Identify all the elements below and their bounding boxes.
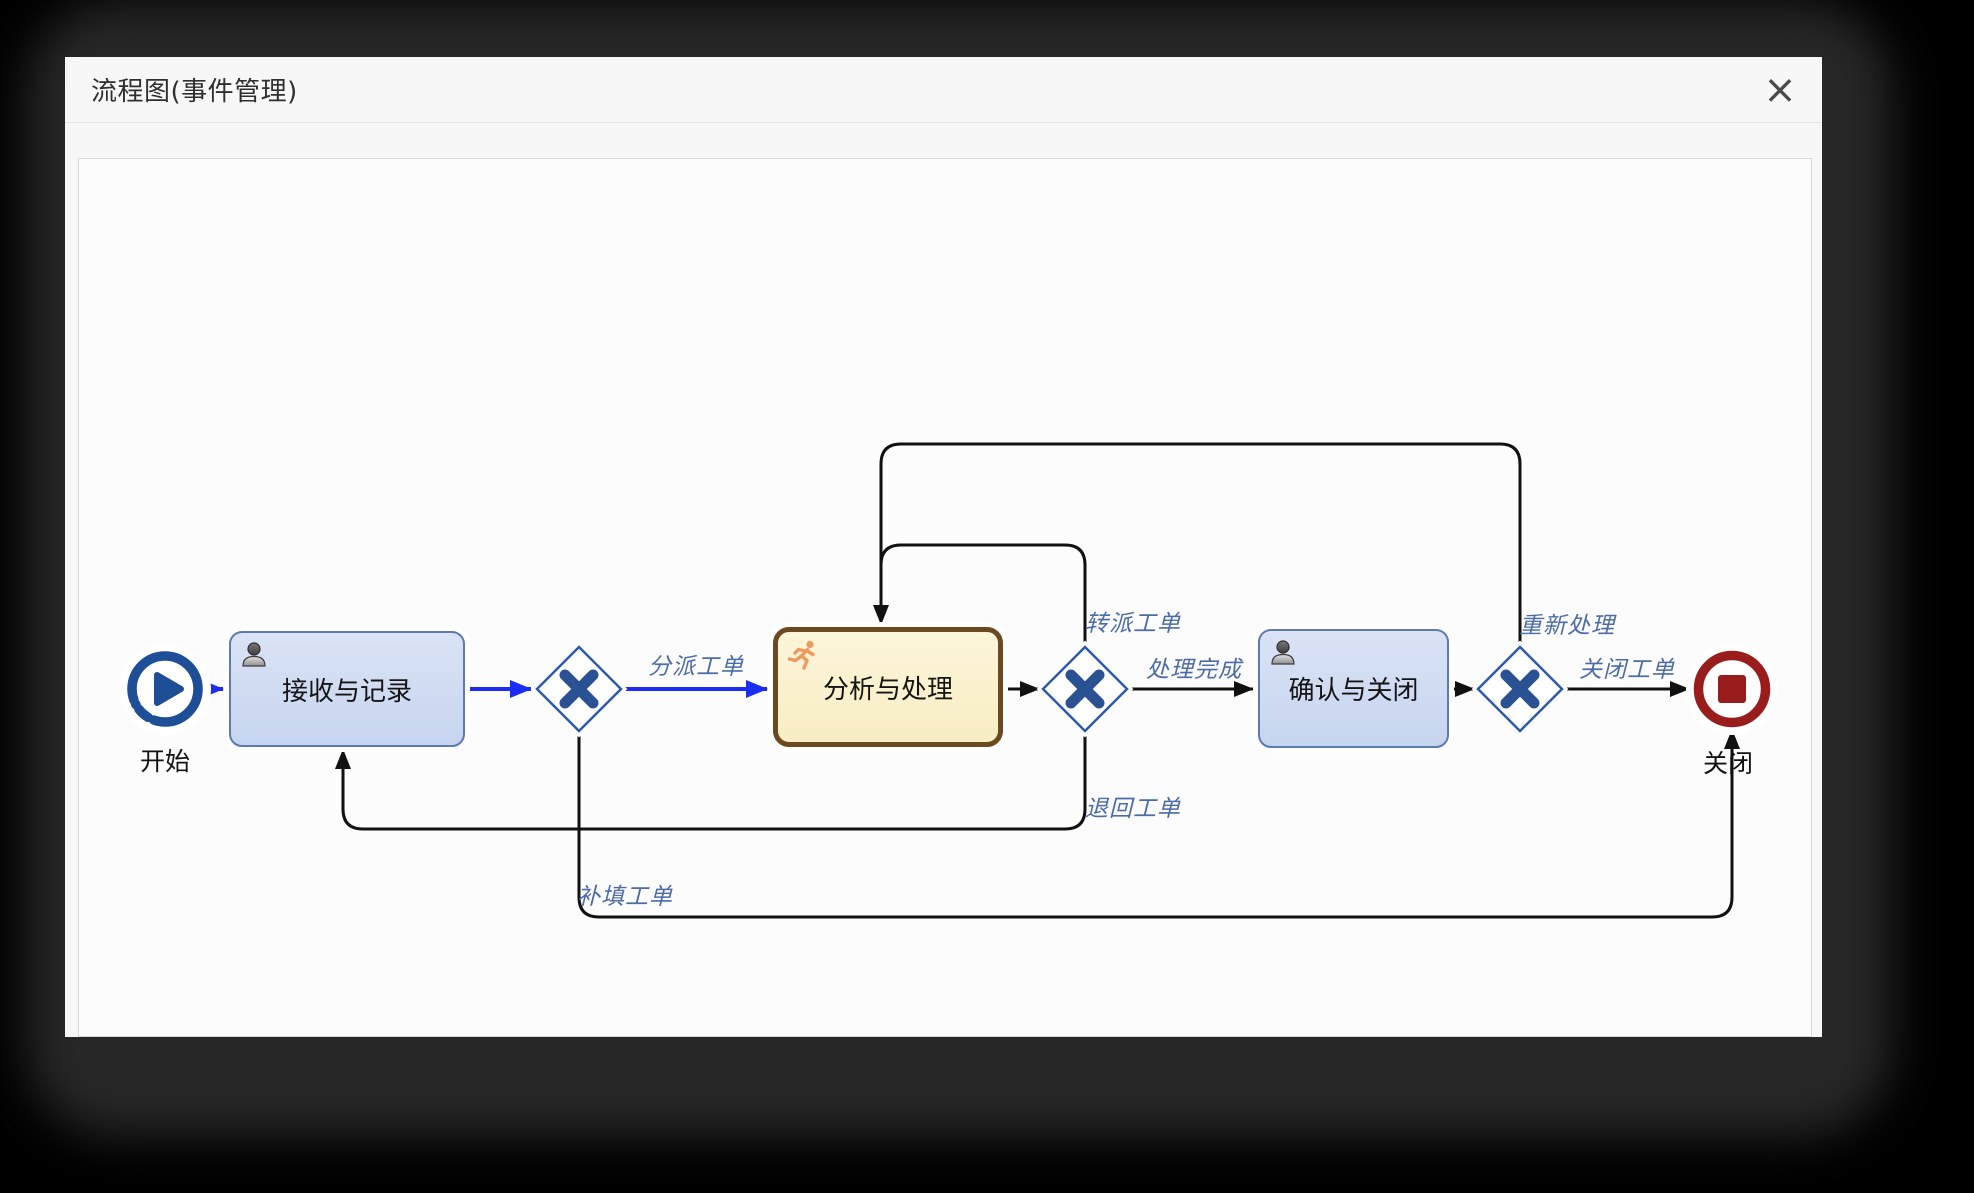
flow-sendback [335, 731, 1087, 831]
flow-label-done: 处理完成 [1146, 657, 1242, 683]
end-event-label: 关闭 [1702, 749, 1754, 778]
bpmn-canvas[interactable]: 接收与记录 分析与处理 [78, 158, 1812, 1037]
start-event-icon[interactable] [119, 643, 211, 735]
flow-label-transfer: 转派工单 [1085, 611, 1181, 637]
task-label: 确认与关闭 [1288, 676, 1419, 706]
flowchart-dialog: 流程图(事件管理) × [65, 57, 1822, 1037]
exclusive-gateway-1[interactable] [530, 640, 628, 738]
running-man-icon [787, 640, 815, 670]
bpmn-diagram-svg [119, 442, 1778, 919]
flow-transfer [879, 543, 1087, 647]
exclusive-gateway-3[interactable] [1471, 640, 1569, 738]
task-receive[interactable]: 接收与记录 [229, 631, 465, 747]
task-analyze[interactable]: 分析与处理 [773, 627, 1003, 747]
flow-label-redo: 重新处理 [1519, 613, 1615, 639]
stop-square-icon [1718, 675, 1746, 703]
flow-label-close: 关闭工单 [1579, 657, 1675, 683]
task-confirm[interactable]: 确认与关闭 [1258, 629, 1449, 748]
end-event-icon[interactable] [1686, 643, 1778, 735]
flow-label-refill: 补填工单 [577, 884, 673, 910]
flow-redo [873, 442, 1522, 647]
start-event-label: 开始 [139, 747, 191, 776]
play-icon [154, 672, 184, 706]
task-label: 分析与处理 [822, 674, 953, 705]
task-label: 接收与记录 [281, 676, 412, 707]
dialog-header: 流程图(事件管理) × [65, 57, 1822, 123]
flow-label-sendback: 退回工单 [1085, 796, 1181, 822]
user-icon [242, 642, 266, 667]
exclusive-gateway-2[interactable] [1036, 640, 1134, 738]
gateway-x-icon [1065, 669, 1105, 709]
gateway-x-icon [559, 669, 599, 709]
dialog-title: 流程图(事件管理) [91, 77, 298, 107]
flow-label-dispatch: 分派工单 [648, 654, 744, 680]
user-icon [1271, 640, 1295, 665]
gateway-x-icon [1500, 669, 1540, 709]
close-icon[interactable]: × [1763, 67, 1797, 113]
flow-refill [577, 729, 1740, 919]
